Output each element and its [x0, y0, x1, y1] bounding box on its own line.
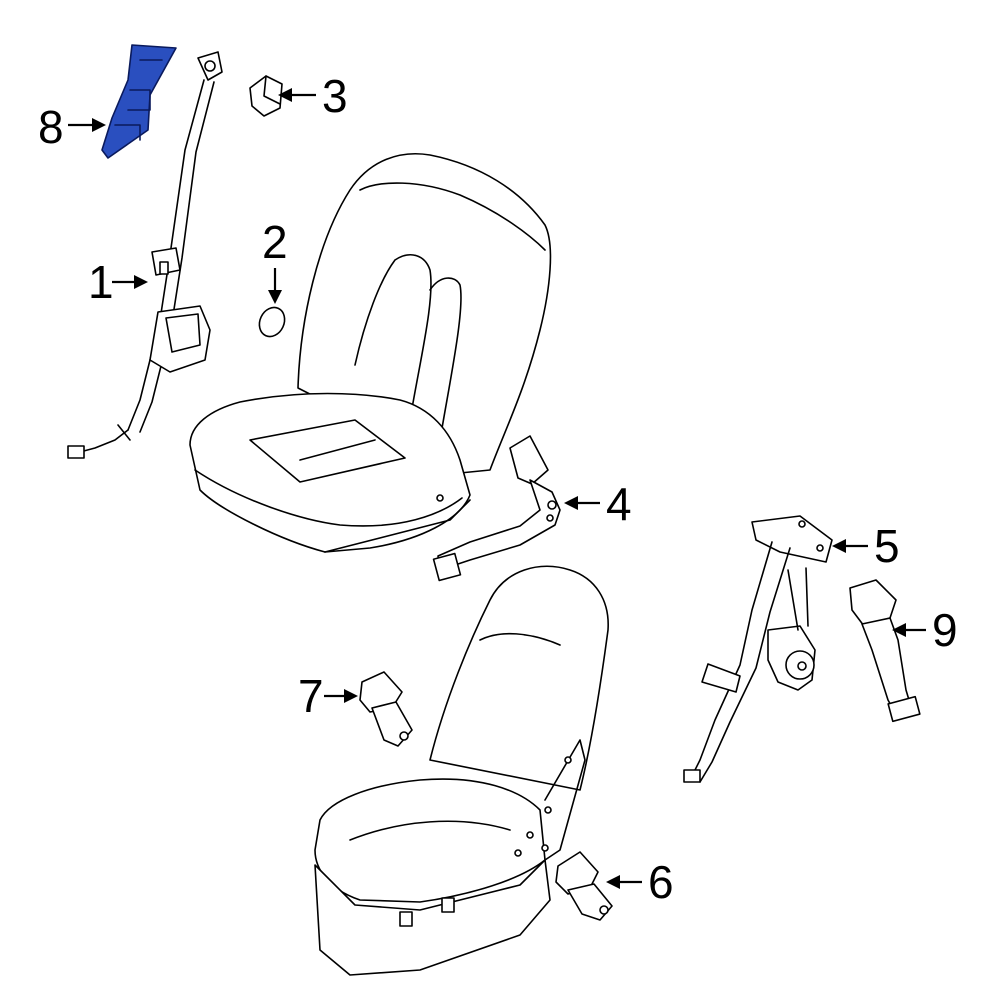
- callout-8: 8: [38, 101, 106, 153]
- part-8-bracket[interactable]: [101, 44, 177, 159]
- callout-8-number: 8: [38, 101, 64, 153]
- part-7-center-buckle[interactable]: [359, 671, 413, 747]
- callout-3-number: 3: [322, 70, 348, 122]
- part-2-grommet[interactable]: [255, 303, 289, 340]
- callout-7-number: 7: [298, 670, 324, 722]
- part-9-rear-buckle[interactable]: [849, 579, 921, 723]
- callout-2: 2: [262, 216, 288, 304]
- callout-6: 6: [606, 856, 674, 908]
- callout-6-number: 6: [648, 856, 674, 908]
- part-1-front-seat-belt[interactable]: [67, 51, 223, 459]
- callout-9-number: 9: [932, 604, 958, 656]
- callout-7: 7: [298, 670, 358, 722]
- callout-9: 9: [892, 604, 958, 656]
- part-6-rear-buckle[interactable]: [555, 851, 613, 921]
- callout-4: 4: [564, 478, 632, 530]
- part-5-rear-seat-belt[interactable]: [683, 515, 833, 783]
- callout-2-number: 2: [262, 216, 288, 268]
- front-seat: [189, 153, 552, 553]
- callout-5-number: 5: [874, 520, 900, 572]
- callout-1: 1: [88, 256, 148, 308]
- rear-seat: [314, 565, 609, 976]
- part-3-cover[interactable]: [249, 75, 283, 117]
- callout-5: 5: [832, 520, 900, 572]
- callout-3: 3: [278, 70, 348, 122]
- callout-1-number: 1: [88, 256, 114, 308]
- callout-4-number: 4: [606, 478, 632, 530]
- part-4-front-buckle[interactable]: [432, 435, 561, 582]
